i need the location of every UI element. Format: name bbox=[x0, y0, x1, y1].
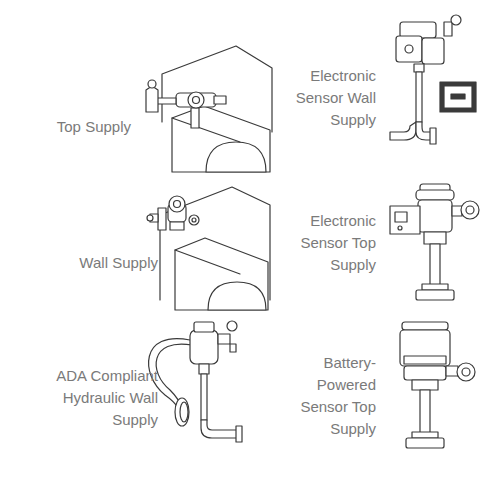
valve-type-label: ADA Compliant Hydraulic Wall Supply bbox=[52, 365, 158, 431]
valve-type-label: Battery-Powered Sensor Top Supply bbox=[294, 352, 376, 440]
wall-supply-illustration bbox=[147, 187, 270, 310]
electronic-sensor-wall-valve bbox=[390, 15, 476, 144]
valve-type-label: Top Supply bbox=[57, 116, 131, 138]
valve-type-label: Wall Supply bbox=[79, 252, 158, 274]
electronic-sensor-top-valve bbox=[390, 184, 479, 300]
valve-type-label: Electronic Sensor Wall Supply bbox=[290, 65, 376, 131]
battery-sensor-top-valve bbox=[400, 322, 475, 448]
top-supply-illustration bbox=[146, 46, 272, 172]
ada-hydraulic-valve bbox=[149, 321, 242, 442]
valve-type-label: Electronic Sensor Top Supply bbox=[299, 210, 376, 276]
